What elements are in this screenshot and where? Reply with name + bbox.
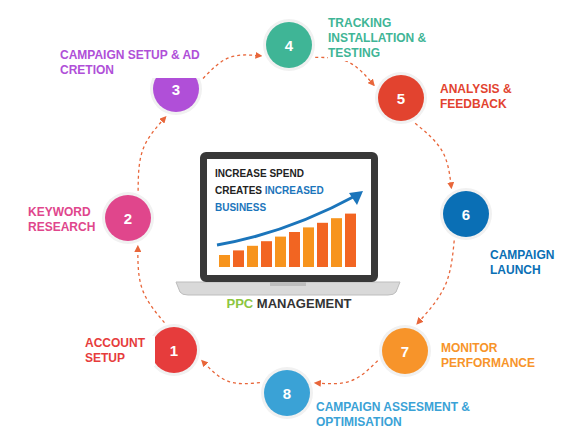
step-label: ANALYSIS & FEEDBACK — [440, 82, 522, 112]
step-number: 2 — [124, 211, 132, 226]
flow-arrow — [138, 117, 165, 191]
step-number: 5 — [397, 91, 405, 106]
step-circle: 5ANALYSIS & FEEDBACK — [378, 75, 424, 121]
step-circle: 3CAMPAIGN SETUP & AD CRETION — [153, 66, 199, 112]
step-number: 7 — [401, 344, 409, 359]
step-number: 3 — [172, 82, 180, 97]
step-label: CAMPAIGN ASSESMENT & OPTIMISATION — [316, 400, 486, 430]
flow-arrow — [202, 361, 260, 384]
step-number: 4 — [285, 38, 293, 53]
step-circle: 1ACCOUNT SETUP — [151, 327, 197, 373]
chart-bar — [275, 237, 286, 267]
step-label: MONITOR PERFORMANCE — [441, 341, 541, 371]
flow-arrow — [315, 361, 377, 384]
chart-bar — [345, 214, 356, 267]
step-circle: 4TRACKING INSTALLATION & TESTING — [266, 22, 312, 68]
step-number: 8 — [283, 386, 291, 401]
flow-arrow — [138, 246, 165, 322]
step-label: ACCOUNT SETUP — [85, 336, 155, 366]
step-number: 1 — [170, 343, 178, 358]
flow-arrow — [203, 55, 261, 79]
step-circle: 8CAMPAIGN ASSESMENT & OPTIMISATION — [264, 370, 310, 416]
step-label: TRACKING INSTALLATION & TESTING — [328, 16, 436, 61]
step-circle: 7MONITOR PERFORMANCE — [382, 328, 428, 374]
laptop-screen: INCREASE SPEND CREATES INCREASED BUSINES… — [200, 152, 378, 282]
chart-bar — [233, 250, 244, 267]
screen-text: INCREASE SPEND CREATES INCREASED BUSINES… — [215, 165, 333, 216]
chart-bar — [303, 227, 314, 267]
flow-arrow — [417, 240, 454, 323]
trend-arrowhead — [349, 191, 363, 205]
chart-bar — [247, 246, 258, 267]
flow-arrow — [315, 57, 374, 85]
chart-bar — [289, 232, 300, 267]
step-circle: 2KEYWORD RESEARCH — [105, 195, 151, 241]
chart-bar — [317, 223, 328, 267]
laptop-base — [176, 282, 400, 295]
flow-arrow — [415, 123, 451, 188]
step-label: CAMPAIGN SETUP & AD CRETION — [60, 48, 200, 78]
step-circle: 6CAMPAIGN LAUNCH — [443, 191, 489, 237]
chart-bar — [261, 241, 272, 267]
laptop-notch — [270, 282, 306, 286]
diagram-caption: PPC MANAGEMENT — [227, 296, 352, 311]
chart-bar — [331, 218, 342, 267]
chart-bar — [219, 255, 230, 267]
step-label: CAMPAIGN LAUNCH — [490, 248, 556, 278]
step-label: KEYWORD RESEARCH — [28, 205, 100, 235]
step-number: 6 — [462, 207, 470, 222]
